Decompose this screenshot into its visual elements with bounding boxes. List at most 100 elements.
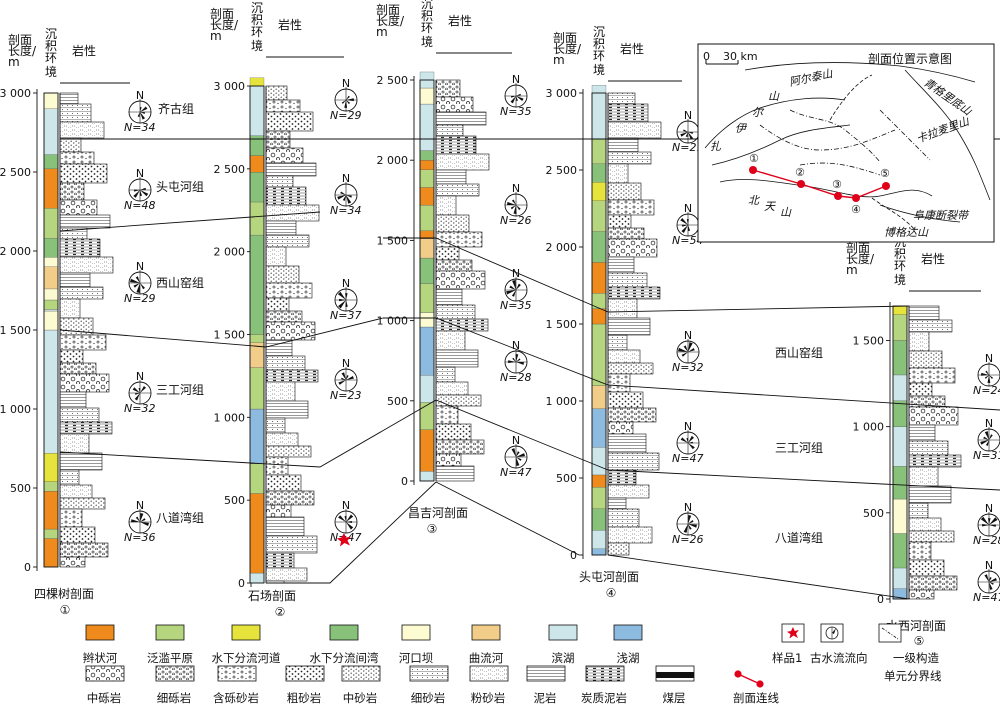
- environment-interval: [420, 430, 434, 472]
- formation-label: 西山窑组: [156, 275, 204, 290]
- environment-interval: [893, 499, 907, 533]
- environment-header: 环: [593, 49, 605, 63]
- environment-interval: [250, 368, 264, 409]
- legend-item-lithology: 细砂岩: [410, 666, 448, 705]
- lithology-bed: [60, 408, 99, 422]
- environment-interval: [893, 568, 907, 589]
- section-number: ②: [275, 605, 286, 619]
- svg-text:博格达山: 博格达山: [884, 226, 929, 239]
- paleocurrent-rose: NN=47: [500, 434, 531, 479]
- inset-location-map: 剖面位置示意图 0 30 km: [698, 44, 994, 242]
- svg-text:③: ③: [832, 178, 842, 191]
- svg-text:含砾砂岩: 含砾砂岩: [213, 691, 259, 705]
- environment-interval: [420, 402, 434, 429]
- environment-interval: [420, 151, 434, 161]
- lithology-bed: [608, 183, 641, 200]
- lithology-column: [60, 93, 113, 567]
- lithology-bed: [266, 100, 300, 112]
- depth-tick-label: 1 500: [377, 234, 409, 247]
- sample-count: N=26: [672, 533, 703, 546]
- environment-interval: [420, 471, 434, 481]
- north-label: N: [684, 501, 692, 514]
- north-label: N: [136, 167, 144, 180]
- legend-item-environment: 曲流河: [469, 625, 504, 665]
- environment-interval: [420, 205, 434, 231]
- depth-tick-label: 3 000: [546, 87, 578, 100]
- depth-tick-label: 1 000: [214, 411, 246, 424]
- environment-interval: [250, 235, 264, 334]
- environment-interval: [893, 315, 907, 341]
- formation-label: 头屯河组: [156, 180, 204, 194]
- lithology-bed: [60, 374, 109, 392]
- lithology-bed: [266, 131, 290, 148]
- environment-interval: [420, 187, 434, 205]
- sample-count: N=31: [973, 449, 1000, 462]
- lithology-bed: [60, 498, 105, 509]
- depth-tick-label: 1 000: [853, 421, 885, 434]
- environment-interval: [893, 427, 907, 467]
- lithology-bed: [436, 454, 461, 466]
- lithology-bed: [60, 485, 92, 498]
- lithology-column: [436, 80, 489, 481]
- formation-label: 三工河组: [775, 441, 823, 455]
- formation-label: 八道湾组: [156, 510, 204, 525]
- environment-interval: [893, 534, 907, 568]
- depth-tick-label: 500: [387, 395, 408, 408]
- sample-count: N=24: [973, 384, 1000, 397]
- lithology-bed: [608, 200, 654, 215]
- lithology-bed: [266, 457, 288, 475]
- environment-interval: [592, 164, 606, 182]
- environment-interval: [420, 327, 434, 375]
- lithology-header: 岩性: [278, 17, 302, 32]
- lithology-bed: [266, 176, 293, 187]
- section-number: ④: [606, 586, 617, 600]
- lithology-bed: [436, 466, 474, 481]
- environment-interval: [592, 386, 606, 409]
- environment-interval: [592, 475, 606, 487]
- lithology-bed: [266, 536, 317, 553]
- lithology-bed: [60, 164, 107, 183]
- environment-interval: [592, 487, 606, 509]
- environment-column: [420, 72, 434, 481]
- svg-text:煤层: 煤层: [663, 691, 686, 705]
- depth-tick-label: 0: [24, 561, 31, 574]
- length-header: m: [553, 53, 565, 67]
- sample-count: N=47: [500, 466, 531, 479]
- depth-tick-label: 2 000: [546, 241, 578, 254]
- lithology-bed: [909, 518, 941, 531]
- lithology-bed: [436, 125, 463, 136]
- svg-text:水下分流河道: 水下分流河道: [212, 651, 281, 665]
- svg-text:滨湖: 滨湖: [552, 651, 575, 665]
- lithology-bed: [608, 138, 638, 152]
- lithology-bed: [60, 434, 89, 453]
- lithology-bed: [909, 441, 948, 455]
- svg-text:山: 山: [780, 206, 792, 219]
- environment-interval: [44, 529, 58, 538]
- section-name: 四棵树剖面: [34, 586, 94, 601]
- lithology-bed: [266, 187, 306, 205]
- sample-count: N=32: [672, 361, 703, 374]
- north-label: N: [136, 260, 144, 273]
- svg-text:④: ④: [851, 203, 861, 216]
- sample-count: N=47: [672, 452, 703, 465]
- lithology-bed: [60, 363, 96, 374]
- environment-interval: [44, 311, 58, 330]
- legend-item-lithology: 粗砂岩: [286, 666, 324, 705]
- lithology-bed: [60, 152, 94, 164]
- depth-tick-label: 1 000: [377, 315, 409, 328]
- sample-count: N=34: [330, 204, 361, 217]
- inset-map-title: 剖面位置示意图: [868, 51, 952, 66]
- north-label: N: [512, 182, 520, 195]
- lithology-bed: [436, 196, 456, 215]
- north-label: N: [342, 277, 350, 290]
- paleocurrent-rose: NN=29: [124, 260, 155, 305]
- svg-text:泥岩: 泥岩: [534, 691, 557, 705]
- environment-interval: [44, 238, 58, 257]
- depth-tick-label: 2 500: [546, 164, 578, 177]
- section-name: 昌吉河剖面: [408, 506, 468, 520]
- environment-interval: [250, 202, 264, 235]
- lithology-bed: [436, 367, 455, 382]
